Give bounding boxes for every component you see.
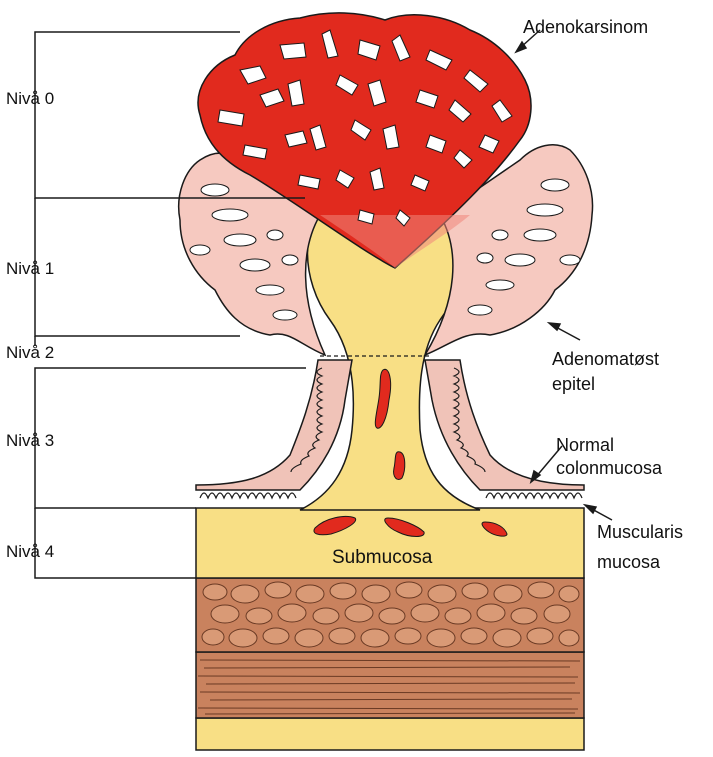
submucosa-label: Submucosa [332, 547, 433, 568]
normal-mucosa-label-line1: Normal [556, 435, 614, 455]
adenomatous-label-line2: epitel [552, 374, 595, 394]
cobblestones [201, 581, 580, 648]
bottom-layer [195, 717, 585, 751]
muscle-striations [197, 659, 581, 715]
tissue-layers [195, 507, 585, 751]
muscularis-label-line2: mucosa [597, 552, 661, 572]
adenocarcinoma-head [197, 12, 532, 269]
level-1-label: Nivå 1 [6, 259, 54, 278]
level-brackets [34, 31, 306, 579]
annotation-arrows [514, 29, 613, 521]
level-3-label: Nivå 3 [6, 431, 54, 450]
muscularis-propria-band [195, 651, 585, 719]
adenocarcinoma-label: Adenokarsinom [523, 17, 648, 37]
level-0-label: Nivå 0 [6, 89, 54, 108]
adenomatous-label-line1: Adenomatøst [552, 349, 659, 369]
normal-mucosa [195, 355, 585, 500]
level-4-label: Nivå 4 [6, 542, 54, 561]
muscularis-label-line1: Muscularis [597, 522, 683, 542]
level-2-label: Nivå 2 [6, 343, 54, 362]
normal-mucosa-label-line2: colonmucosa [556, 458, 663, 478]
invasive-foci [313, 368, 508, 537]
